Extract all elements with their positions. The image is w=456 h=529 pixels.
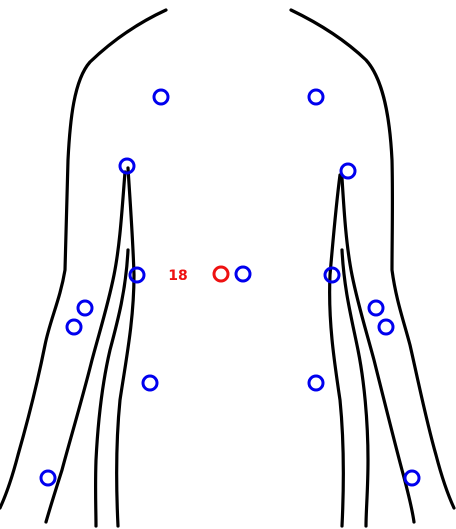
right-shoulder-outline	[291, 10, 454, 508]
point-marker[interactable]	[236, 267, 250, 281]
point-marker[interactable]	[78, 301, 92, 315]
point-marker[interactable]	[130, 268, 144, 282]
selected-point-marker[interactable]	[214, 267, 228, 281]
point-marker[interactable]	[369, 301, 383, 315]
left-inner-arm-outline	[46, 172, 125, 522]
point-marker[interactable]	[143, 376, 157, 390]
point-marker[interactable]	[341, 164, 355, 178]
right-inner-arm-outline	[342, 178, 414, 522]
point-marker[interactable]	[154, 90, 168, 104]
point-marker[interactable]	[67, 320, 81, 334]
selected-point-label: 18	[168, 268, 187, 284]
point-marker[interactable]	[309, 90, 323, 104]
right-torso-outline	[330, 175, 344, 526]
point-marker[interactable]	[379, 320, 393, 334]
left-shoulder-outline	[0, 10, 166, 508]
point-marker[interactable]	[41, 471, 55, 485]
left-torso-outline	[117, 168, 134, 526]
point-marker[interactable]	[309, 376, 323, 390]
point-marker[interactable]	[405, 471, 419, 485]
